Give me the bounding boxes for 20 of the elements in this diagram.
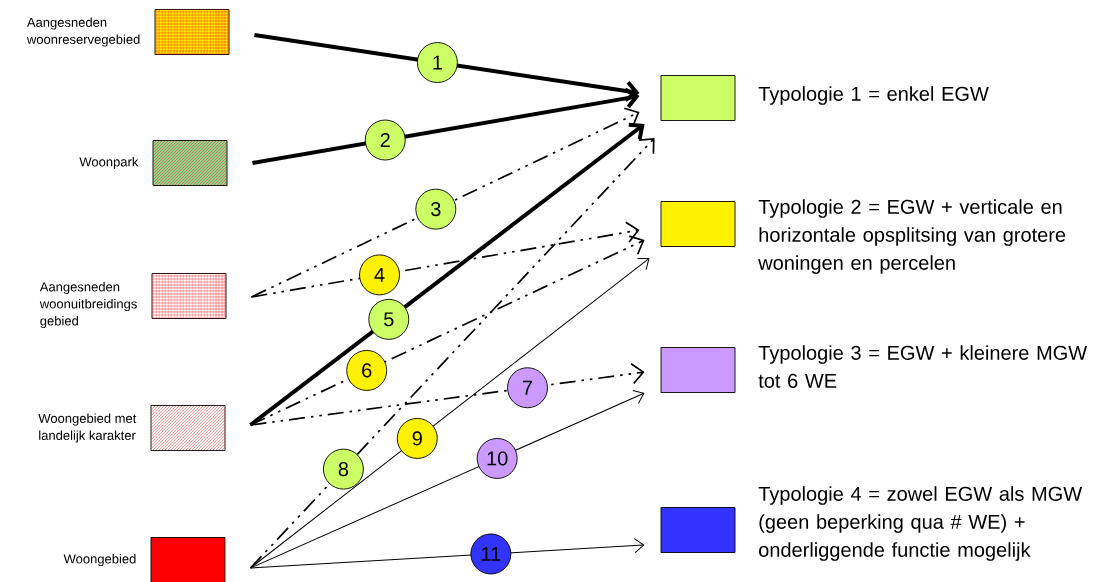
typology-label: Typologie 4 = zowel EGW als MGW (geen beperking qua # WE) + onderliggende functie mogelijk [758,486,1083,561]
arrow [249,258,650,569]
area-label: Woongebied [63,553,136,567]
arrow [252,87,640,165]
area-label: Aangesneden woonreservegebied [26,17,140,47]
arrow [254,33,640,102]
arrow [250,221,640,298]
arrow [249,235,645,426]
area-label: Woonpark [79,156,139,170]
typology-label: Typologie 3 = EGW + kleinere MGW tot 6 WE [758,345,1088,388]
arrow [250,107,640,298]
typology-label: Typologie 2 = EGW + verticale en horizontale opsplitsing van grotere woningen en percelen [758,199,1066,274]
arrow [249,122,645,427]
area-label: Aangesneden woonuitbreidings gebied [39,281,137,329]
typology-label: Typologie 1 = enkel EGW [758,86,989,105]
arrow [249,390,645,569]
area-label: Woongebied met landelijk karakter [38,413,137,443]
arrow [249,362,645,426]
arrow [249,538,645,569]
arrow [249,138,655,569]
